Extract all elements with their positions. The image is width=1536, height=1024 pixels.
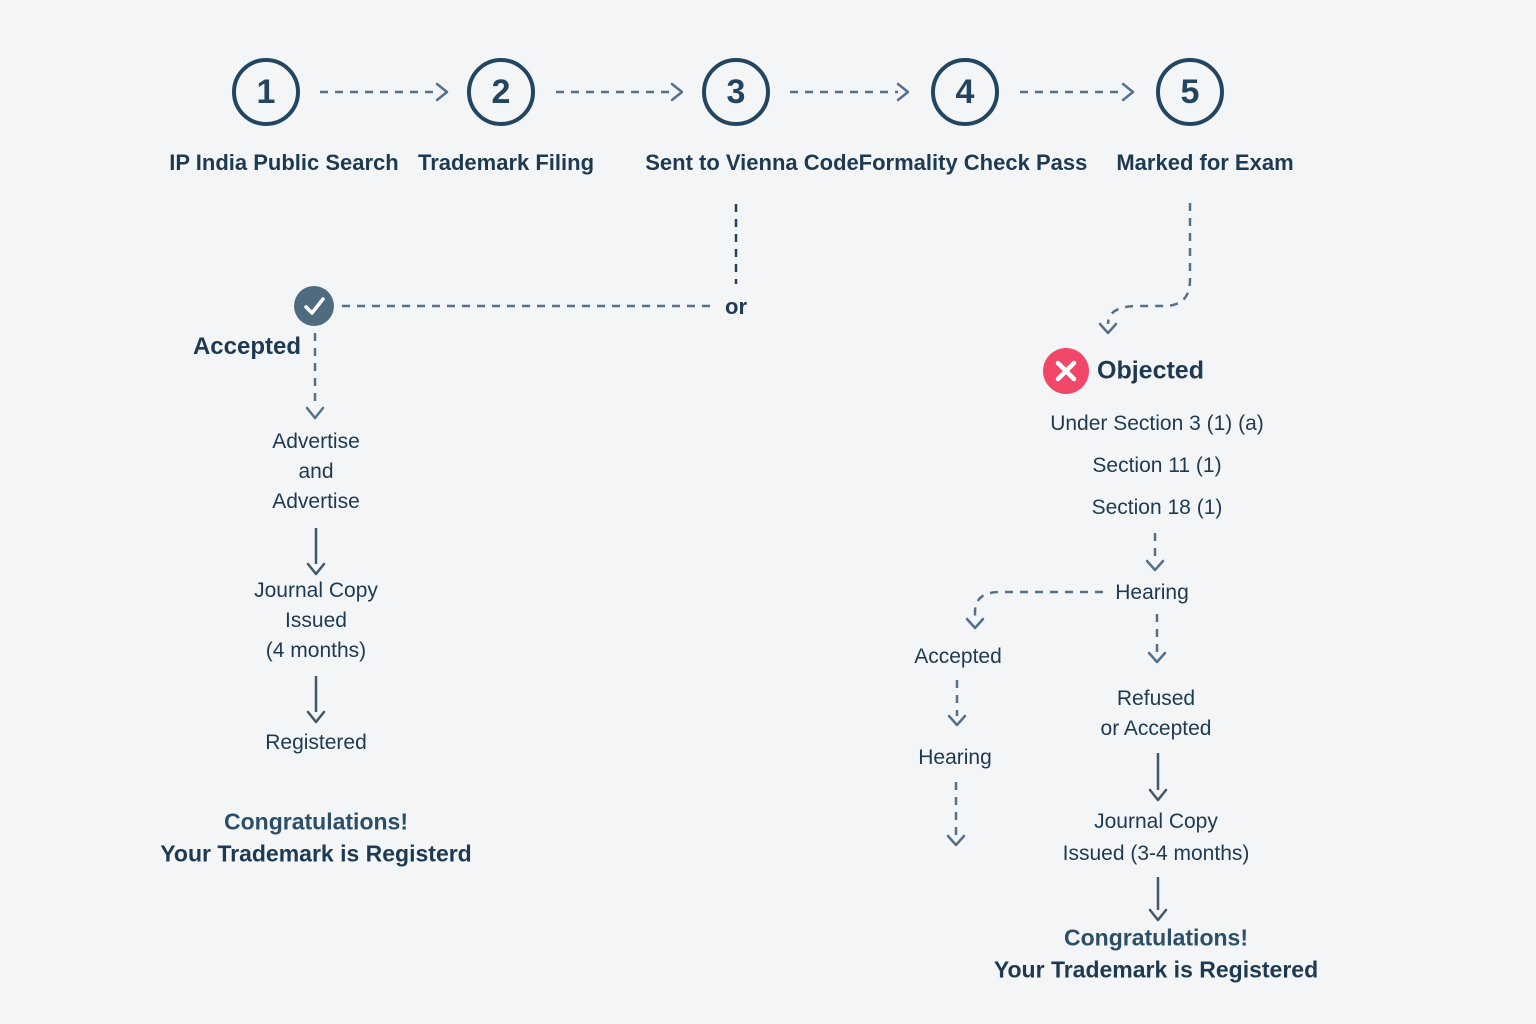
arrow-hearing-sub-down	[946, 782, 966, 847]
arrow-journal-to-congrats	[1148, 877, 1168, 922]
arrow-journal-to-registered	[306, 676, 326, 724]
step-number: 5	[1180, 72, 1200, 111]
arrow-step1-step2	[320, 82, 449, 102]
arrow-step4-step5	[1020, 82, 1135, 102]
step-label-ip-india-public-search: IP India Public Search	[169, 150, 399, 175]
x-icon	[1043, 348, 1089, 394]
node-hearing-sub: Hearing	[918, 746, 992, 769]
node-advertise: Advertise and Advertise	[272, 430, 360, 513]
step-number: 2	[491, 72, 511, 111]
node-registered: Registered	[265, 731, 367, 754]
step-label-sent-to-vienna-code: Sent to Vienna Code	[645, 150, 859, 175]
congrats-title-right: Congratulations!	[1064, 924, 1248, 951]
node-journal-copy-4-months: Journal Copy Issued (4 months)	[254, 579, 378, 662]
step-circle-2: 2	[467, 58, 535, 126]
step-number: 4	[955, 72, 975, 111]
step-circle-5: 5	[1156, 58, 1224, 126]
arrow-advertise-to-journal	[306, 528, 326, 576]
or-label: or	[725, 294, 747, 319]
check-icon	[294, 286, 334, 326]
node-accepted-sub: Accepted	[914, 645, 1002, 668]
congrats-title-left: Congratulations!	[224, 808, 408, 835]
step-label-formality-check-pass: Formality Check Pass	[858, 150, 1088, 175]
node-objection-sections: Under Section 3 (1) (a) Section 11 (1) S…	[1050, 412, 1264, 519]
arrow-hearing-to-refused	[1147, 614, 1167, 664]
arrow-accepted-sub-to-hearing-sub	[947, 680, 967, 727]
congrats-subtitle-right: Your Trademark is Registered	[993, 956, 1319, 983]
congrats-subtitle-left: Your Trademark is Registerd	[160, 840, 472, 867]
node-refused-or-accepted: Refused or Accepted	[1100, 687, 1212, 740]
arrow-hearing-to-accepted	[965, 590, 1103, 630]
node-journal-copy-3-4-months: Journal Copy Issued (3-4 months)	[1062, 810, 1250, 865]
arrow-refused-to-journal	[1148, 753, 1168, 802]
step-circle-1: 1	[232, 58, 300, 126]
step-number: 3	[726, 72, 746, 111]
arrow-accepted-to-advertise	[305, 333, 325, 420]
accepted-result-label: Accepted	[192, 333, 302, 360]
step-circle-4: 4	[931, 58, 999, 126]
node-hearing: Hearing	[1115, 581, 1189, 604]
step-label-trademark-filing: Trademark Filing	[417, 150, 595, 175]
arrow-step5-to-objected	[1098, 203, 1192, 335]
step-circle-3: 3	[702, 58, 770, 126]
arrow-step3-step4	[790, 82, 910, 102]
arrow-step2-step3	[556, 82, 684, 102]
step-number: 1	[256, 72, 276, 111]
step-label-marked-for-exam: Marked for Exam	[1116, 150, 1294, 175]
arrow-sections-to-hearing	[1145, 533, 1165, 572]
objected-result-label: Objected	[1097, 356, 1204, 385]
